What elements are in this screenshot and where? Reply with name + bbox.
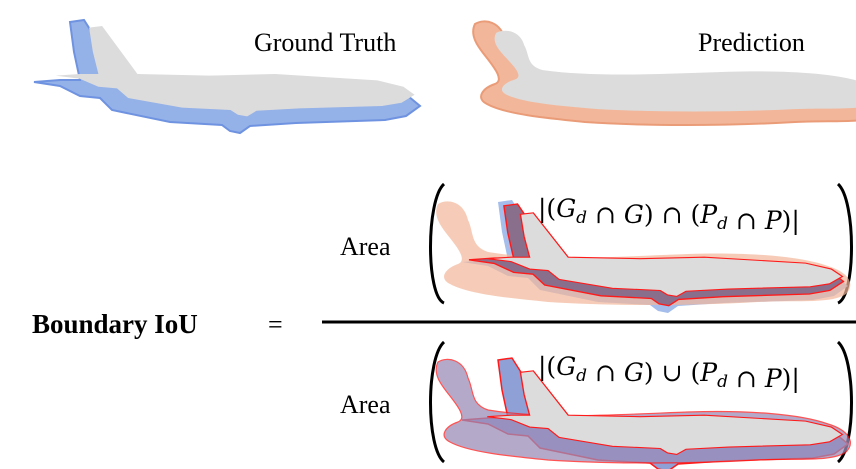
numerator-expression: |(Gd ∩ G) ∩ (Pd ∩ P)|: [538, 194, 800, 236]
ground-truth-label: Ground Truth: [254, 28, 396, 57]
ground-truth-panel: Ground Truth: [34, 20, 420, 133]
denominator-expression: |(Gd ∩ G) ∪ (Pd ∩ P)|: [538, 352, 800, 394]
boundary-iou-label: Boundary IoU: [32, 309, 198, 339]
equals-sign: =: [268, 310, 283, 339]
numerator-area-label: Area: [340, 232, 391, 261]
numerator-left-paren: [431, 184, 445, 303]
denominator: Area |(Gd ∩ G) ∪ (Pd ∩ P)|: [340, 342, 852, 469]
denominator-area-label: Area: [340, 390, 391, 419]
numerator: Area |(Gd ∩ G) ∩ (Pd ∩ P)|: [340, 184, 852, 313]
prediction-label: Prediction: [698, 28, 805, 57]
prediction-panel: Prediction: [473, 21, 856, 125]
